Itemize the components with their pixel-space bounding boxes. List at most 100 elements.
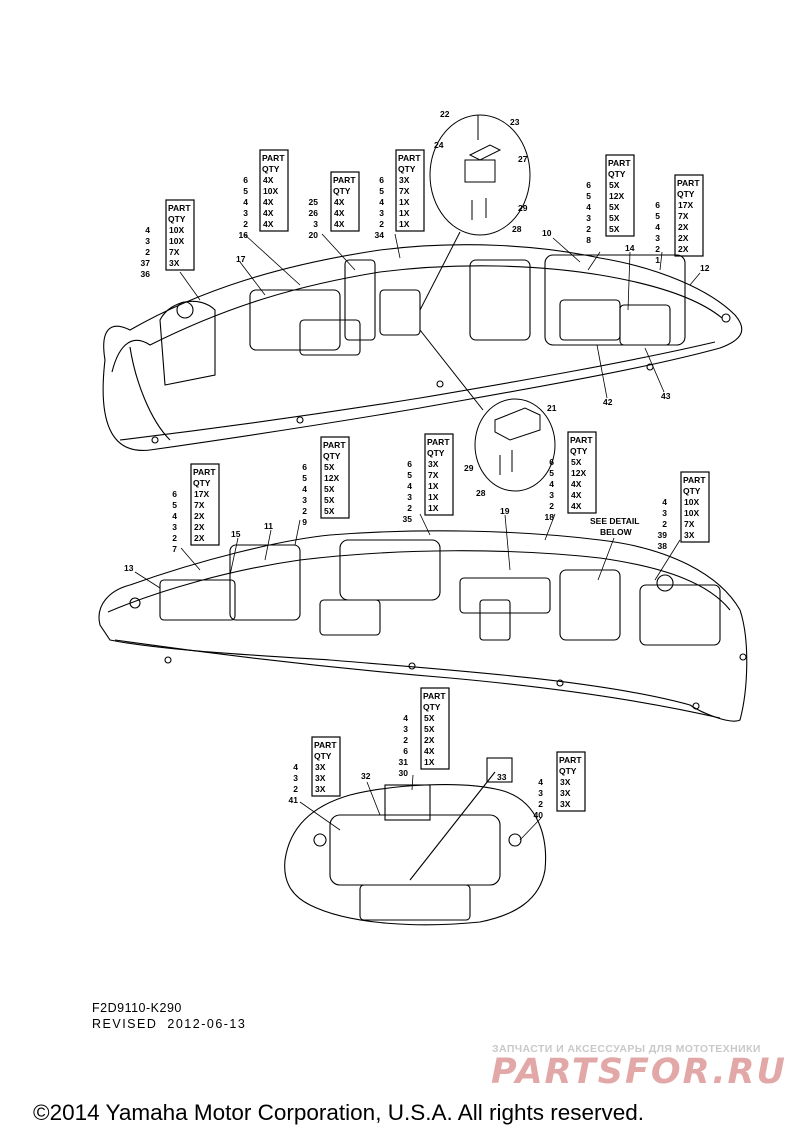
callout-21: 21 <box>547 403 557 413</box>
qty-table-title: PART <box>423 691 446 701</box>
callout-33: 33 <box>497 772 507 782</box>
qty-value: 3X <box>560 788 571 798</box>
part-callout: 40 <box>534 810 544 820</box>
part-number: 37 <box>141 258 151 268</box>
part-number: 6 <box>407 459 412 469</box>
callout-10: 10 <box>542 228 552 238</box>
part-number: 3 <box>655 233 660 243</box>
part-callout: 35 <box>403 514 413 524</box>
part-number: 5 <box>243 186 248 196</box>
part-callout: 16 <box>239 230 249 240</box>
part-callout: 7 <box>172 544 177 554</box>
qty-value: 3X <box>684 530 695 540</box>
callout-17: 17 <box>236 254 246 264</box>
qty-value: 7X <box>399 186 410 196</box>
part-number: 4 <box>403 713 408 723</box>
qty-value: 5X <box>609 224 620 234</box>
qty-value: 10X <box>684 508 699 518</box>
qty-value: 7X <box>684 519 695 529</box>
callout-29-mid: 29 <box>464 463 474 473</box>
part-callout: 18 <box>545 512 555 522</box>
callout-28-mid: 28 <box>476 488 486 498</box>
qty-table-title: PART <box>333 175 356 185</box>
part-number: 4 <box>379 197 384 207</box>
qty-value: 3X <box>169 258 180 268</box>
qty-table-title: PART <box>570 435 593 445</box>
part-number: 4 <box>172 511 177 521</box>
revised-label: REVISED <box>92 1017 158 1031</box>
qty-table-frame <box>395 149 425 232</box>
qty-value: 5X <box>424 713 435 723</box>
qty-value: 5X <box>324 462 335 472</box>
callout-22: 22 <box>440 109 450 119</box>
qty-table-frame <box>556 751 586 812</box>
watermark-logo: PARTSFOR.RU <box>491 1052 787 1092</box>
qty-value: 3X <box>560 799 571 809</box>
qty-table-subtitle: QTY <box>683 486 701 496</box>
leader-lines <box>134 233 701 841</box>
qty-value: 7X <box>194 500 205 510</box>
qty-table-subtitle: QTY <box>398 164 416 174</box>
part-number: 2 <box>302 506 307 516</box>
part-number: 5 <box>586 191 591 201</box>
see-detail-line-1: SEE DETAIL <box>590 516 639 526</box>
part-number: 3 <box>172 522 177 532</box>
qty-table-subtitle: QTY <box>314 751 332 761</box>
part-number: 2 <box>172 533 177 543</box>
part-number: 3 <box>662 508 667 518</box>
part-number: 3 <box>302 495 307 505</box>
qty-value: 4X <box>334 208 345 218</box>
qty-value: 1X <box>399 197 410 207</box>
qty-value: 1X <box>428 481 439 491</box>
part-number: 5 <box>655 211 660 221</box>
callout-28-top: 28 <box>512 224 522 234</box>
callout-29-top: 29 <box>518 203 528 213</box>
part-number: 6 <box>302 462 307 472</box>
qty-value: 2X <box>194 511 205 521</box>
part-number: 4 <box>243 197 248 207</box>
qty-value: 2X <box>678 222 689 232</box>
part-number: 6 <box>549 457 554 467</box>
qty-table-title: PART <box>323 440 346 450</box>
qty-value: 3X <box>399 175 410 185</box>
part-number: 4 <box>538 777 543 787</box>
callout-11: 11 <box>264 521 273 531</box>
part-callout: 1 <box>655 255 660 265</box>
part-number: 31 <box>399 757 409 767</box>
part-number: 2 <box>538 799 543 809</box>
qty-value: 4X <box>334 219 345 229</box>
qty-table-subtitle: QTY <box>323 451 341 461</box>
qty-value: 12X <box>571 468 586 478</box>
part-number: 2 <box>379 219 384 229</box>
qty-table-subtitle: QTY <box>570 446 588 456</box>
callout-12: 12 <box>700 263 710 273</box>
qty-table-frame <box>330 171 360 232</box>
qty-value: 10X <box>684 497 699 507</box>
qty-value: 3X <box>315 784 326 794</box>
qty-value: 12X <box>609 191 624 201</box>
part-number: 6 <box>379 175 384 185</box>
qty-value: 2X <box>678 233 689 243</box>
part-number: 5 <box>549 468 554 478</box>
part-number: 5 <box>379 186 384 196</box>
qty-value: 10X <box>169 225 184 235</box>
qty-table-frame <box>259 149 289 232</box>
detail-circle-middle <box>419 329 556 492</box>
part-callout: 9 <box>302 517 307 527</box>
part-number: 2 <box>293 784 298 794</box>
qty-table-title: PART <box>683 475 706 485</box>
part-number: 3 <box>586 213 591 223</box>
qty-table-title: PART <box>262 153 285 163</box>
qty-table-title: PART <box>677 178 700 188</box>
part-number: 4 <box>407 481 412 491</box>
qty-value: 3X <box>428 459 439 469</box>
qty-value: 4X <box>263 219 274 229</box>
qty-value: 2X <box>194 533 205 543</box>
qty-table-frame <box>605 154 635 237</box>
